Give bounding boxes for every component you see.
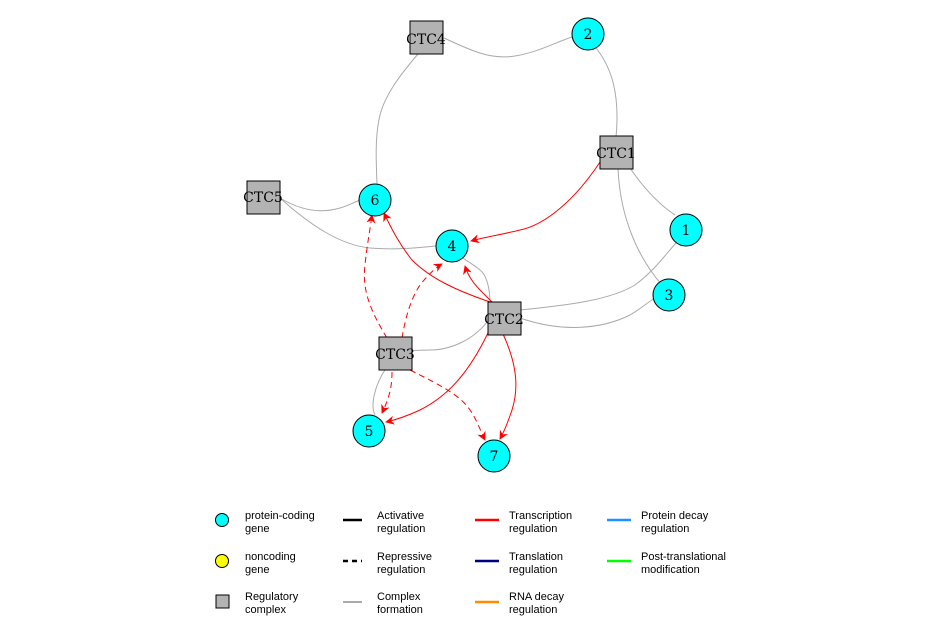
complex-swatch-icon [215, 594, 230, 609]
node-1[interactable]: 1 [669, 213, 703, 247]
legend-noncoding-line2: gene [245, 564, 269, 576]
edge-ctc2-6 [383, 212, 491, 303]
transcription-edges [363, 161, 601, 441]
node-label-ctc1: CTC1 [596, 146, 636, 162]
legend-complex-line2: complex [245, 604, 286, 616]
edge-ctc5-6 [279, 197, 361, 212]
legend-complex: Regulatory complex [215, 591, 299, 616]
node-6[interactable]: 6 [358, 183, 392, 217]
node-label-7: 7 [490, 449, 499, 465]
node-label-ctc4: CTC4 [406, 32, 446, 48]
edge-ctc2-1 [519, 242, 677, 311]
edge-ctc3-5-red [381, 371, 393, 414]
legend-protein-coding-line2: gene [245, 523, 269, 535]
legend-transcription-line2: regulation [509, 523, 557, 535]
legend-noncoding: noncoding gene [215, 551, 296, 576]
complex-edges [279, 34, 677, 416]
edge-ctc4-2 [443, 34, 579, 58]
legend-translation: Translation regulation [475, 551, 563, 576]
node-label-ctc5: CTC5 [243, 190, 283, 206]
legend-rna-decay-line1: RNA decay [509, 591, 565, 603]
node-ctc2[interactable]: CTC2 [484, 301, 524, 336]
legend: protein-coding gene noncoding gene Regul… [215, 510, 726, 616]
node-label-3: 3 [665, 288, 674, 304]
node-2[interactable]: 2 [571, 17, 605, 51]
legend-post-translational-line2: modification [641, 564, 700, 576]
legend-complex-formation-line1: Complex [377, 591, 421, 603]
legend-post-translational-line1: Post-translational [641, 551, 726, 563]
edge-ctc3-7 [409, 369, 486, 441]
edge-ctc4-6 [375, 53, 419, 185]
edge-ctc1-4 [470, 161, 601, 244]
legend-protein-decay-line1: Protein decay [641, 510, 709, 522]
legend-protein-coding: protein-coding gene [215, 510, 315, 535]
legend-protein-decay: Protein decay regulation [607, 510, 709, 535]
node-3[interactable]: 3 [652, 278, 686, 312]
legend-repressive-line1: Repressive [377, 551, 432, 563]
edge-2-ctc1 [595, 47, 618, 138]
legend-activative-line2: regulation [377, 523, 425, 535]
edge-ctc3-5 [372, 369, 386, 416]
node-label-4: 4 [448, 239, 457, 255]
legend-complex-formation-line2: formation [377, 604, 423, 616]
legend-rna-decay-line2: regulation [509, 604, 557, 616]
node-ctc5[interactable]: CTC5 [243, 180, 283, 215]
node-ctc3[interactable]: CTC3 [375, 336, 415, 371]
legend-translation-line1: Translation [509, 551, 563, 563]
node-label-1: 1 [682, 223, 691, 239]
legend-complex-line1: Regulatory [245, 591, 299, 603]
legend-activative-line1: Activative [377, 510, 424, 522]
edge-ctc1-3 [617, 167, 663, 286]
legend-complex-formation: Complex formation [343, 591, 423, 616]
edge-ctc2-4-red [463, 265, 493, 303]
legend-transcription: Transcription regulation [475, 510, 572, 535]
legend-repressive-line2: regulation [377, 564, 425, 576]
edge-ctc2-ctc3 [411, 317, 491, 352]
legend-transcription-line1: Transcription [509, 510, 572, 522]
node-label-ctc2: CTC2 [484, 312, 524, 328]
node-ctc4[interactable]: CTC4 [406, 20, 446, 55]
noncoding-swatch-icon [215, 554, 229, 568]
edge-ctc1-1 [629, 167, 676, 216]
legend-protein-coding-line1: protein-coding [245, 510, 315, 522]
legend-protein-decay-line2: regulation [641, 523, 689, 535]
edge-ctc3-4 [401, 263, 443, 339]
edge-ctc2-5 [385, 332, 489, 425]
legend-repressive: Repressive regulation [343, 551, 432, 576]
legend-activative: Activative regulation [343, 510, 425, 535]
node-7[interactable]: 7 [477, 439, 511, 473]
edge-ctc2-4 [462, 257, 491, 304]
legend-translation-line2: regulation [509, 564, 557, 576]
legend-rna-decay: RNA decay regulation [475, 591, 565, 616]
edge-ctc2-7 [499, 333, 517, 440]
edge-ctc5-4 [279, 197, 437, 250]
legend-post-translational: Post-translational modification [607, 551, 726, 576]
node-label-2: 2 [584, 27, 593, 43]
protein-coding-swatch-icon [215, 513, 229, 527]
node-label-5: 5 [365, 424, 374, 440]
edge-ctc3-6 [363, 214, 388, 339]
node-4[interactable]: 4 [435, 229, 469, 263]
edge-ctc2-3 [519, 297, 656, 328]
node-5[interactable]: 5 [352, 414, 386, 448]
legend-noncoding-line1: noncoding [245, 551, 296, 563]
node-label-6: 6 [371, 193, 380, 209]
node-ctc1[interactable]: CTC1 [596, 135, 636, 170]
nodes: CTC4 2 CTC1 CTC5 6 4 1 3 [243, 17, 703, 473]
node-label-ctc3: CTC3 [375, 347, 415, 363]
